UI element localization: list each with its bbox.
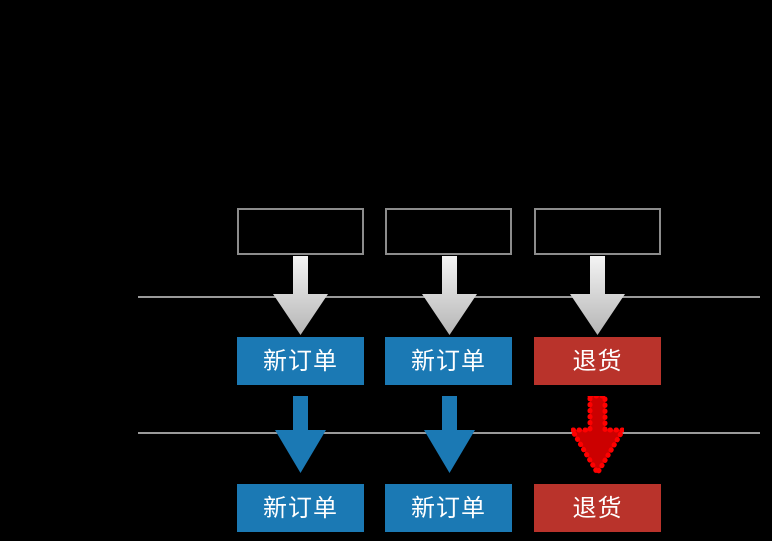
bottom-box-2-label: 新订单 <box>411 494 486 522</box>
middle-box-3[interactable]: 退货 <box>534 337 661 385</box>
arrow-down-white-2 <box>421 256 478 336</box>
bottom-box-1-label: 新订单 <box>263 494 338 522</box>
middle-box-1-label: 新订单 <box>263 347 338 375</box>
arrow-down-red-3 <box>571 396 624 474</box>
bottom-box-3-label: 退货 <box>572 494 623 522</box>
bottom-box-2[interactable]: 新订单 <box>385 484 512 532</box>
arrow-down-blue-2 <box>423 396 476 474</box>
middle-box-1[interactable]: 新订单 <box>237 337 364 385</box>
top-box-3[interactable] <box>534 208 661 255</box>
middle-box-3-label: 退货 <box>572 347 623 375</box>
arrow-down-blue-1 <box>274 396 327 474</box>
arrow-down-white-3 <box>569 256 626 336</box>
middle-box-2-label: 新订单 <box>411 347 486 375</box>
top-box-2[interactable] <box>385 208 512 255</box>
top-box-1[interactable] <box>237 208 364 255</box>
bottom-box-3[interactable]: 退货 <box>534 484 661 532</box>
arrow-down-white-1 <box>272 256 329 336</box>
middle-box-2[interactable]: 新订单 <box>385 337 512 385</box>
bottom-box-1[interactable]: 新订单 <box>237 484 364 532</box>
